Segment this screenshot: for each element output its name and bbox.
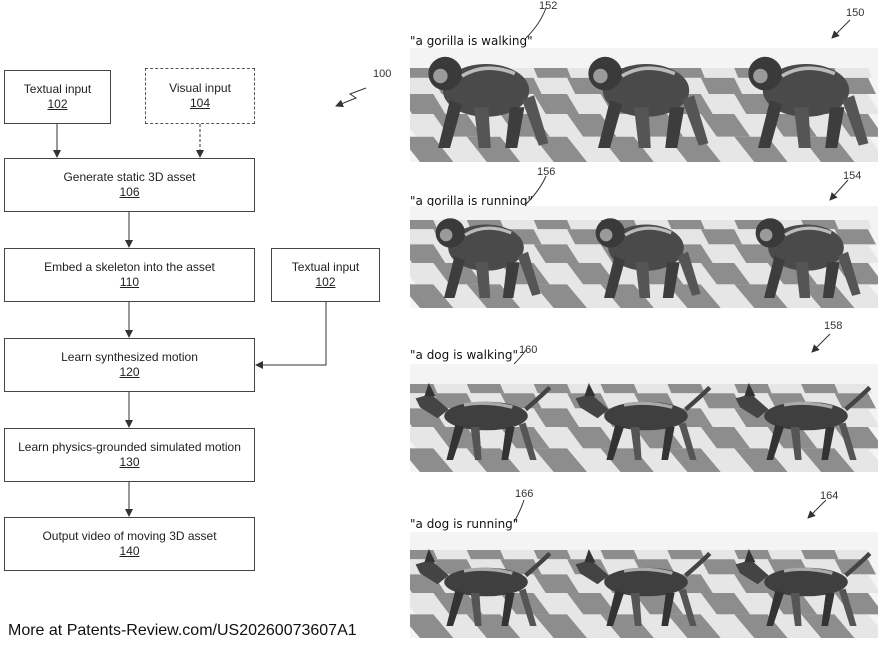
footer-source-link[interactable]: More at Patents-Review.com/US20260073607…	[8, 622, 357, 639]
embed-skeleton-label: Embed a skeleton into the asset	[44, 260, 215, 274]
textual-input-number: 102	[47, 97, 68, 111]
learn-physics-number: 130	[119, 455, 140, 469]
learn-physics-box: Learn physics-grounded simulated motion …	[4, 428, 255, 482]
figure-ref-arrow	[335, 87, 367, 108]
caption-gorilla-walking: "a gorilla is walking"	[410, 34, 533, 48]
caption-gorilla-running: "a gorilla is running"	[410, 194, 533, 208]
output-video-box: Output video of moving 3D asset 140	[4, 517, 255, 571]
dog-walking-image	[410, 364, 878, 472]
dog-walking-frames	[410, 364, 878, 472]
dog-running-frames	[410, 532, 878, 638]
panel-ref-150: 150	[846, 7, 865, 19]
figure-number: 100	[373, 68, 392, 80]
textual-input-2-label: Textual input	[291, 260, 360, 274]
gorilla-running-frames	[410, 206, 878, 308]
generate-asset-label: Generate static 3D asset	[63, 170, 196, 184]
textual-input-box-2: Textual input 102	[271, 248, 380, 302]
visual-input-box: Visual input 104	[145, 68, 255, 124]
learn-synthesized-number: 120	[119, 365, 140, 379]
generate-asset-number: 106	[119, 185, 140, 199]
embed-skeleton-number: 110	[119, 275, 140, 289]
leader-156	[525, 175, 547, 205]
output-video-number: 140	[119, 544, 140, 558]
gorilla-running-image	[410, 206, 878, 308]
textual-input-label: Textual input	[23, 82, 92, 96]
leader-152	[525, 7, 547, 39]
leader-166	[513, 499, 525, 523]
leader-150	[831, 19, 851, 39]
textual-input-box: Textual input 102	[4, 70, 111, 124]
caption-dog-running: "a dog is running"	[410, 517, 519, 531]
learn-synthesized-box: Learn synthesized motion 120	[4, 338, 255, 392]
output-video-label: Output video of moving 3D asset	[42, 529, 217, 543]
caption-ref-156: 156	[537, 166, 556, 178]
panel-ref-154: 154	[843, 170, 862, 182]
embed-skeleton-box: Embed a skeleton into the asset 110	[4, 248, 255, 302]
dog-running-image	[410, 532, 878, 638]
leader-164	[807, 499, 827, 519]
caption-ref-160: 160	[519, 344, 538, 356]
leader-154	[829, 179, 849, 201]
gorilla-walking-frames	[410, 48, 878, 162]
panel-ref-164: 164	[820, 490, 839, 502]
leader-158	[811, 333, 831, 353]
visual-input-label: Visual input	[169, 81, 231, 95]
gorilla-walking-image	[410, 48, 878, 162]
learn-physics-label: Learn physics-grounded simulated motion	[18, 440, 241, 454]
learn-synthesized-label: Learn synthesized motion	[61, 350, 198, 364]
panel-ref-158: 158	[824, 320, 843, 332]
visual-input-number: 104	[189, 96, 211, 110]
leader-160	[513, 349, 527, 365]
generate-asset-box: Generate static 3D asset 106	[4, 158, 255, 212]
arrow-text-to-synth	[255, 302, 327, 369]
caption-ref-166: 166	[515, 488, 534, 500]
caption-dog-walking: "a dog is walking"	[410, 348, 519, 362]
textual-input-2-number: 102	[315, 275, 336, 289]
caption-ref-152: 152	[539, 0, 558, 12]
